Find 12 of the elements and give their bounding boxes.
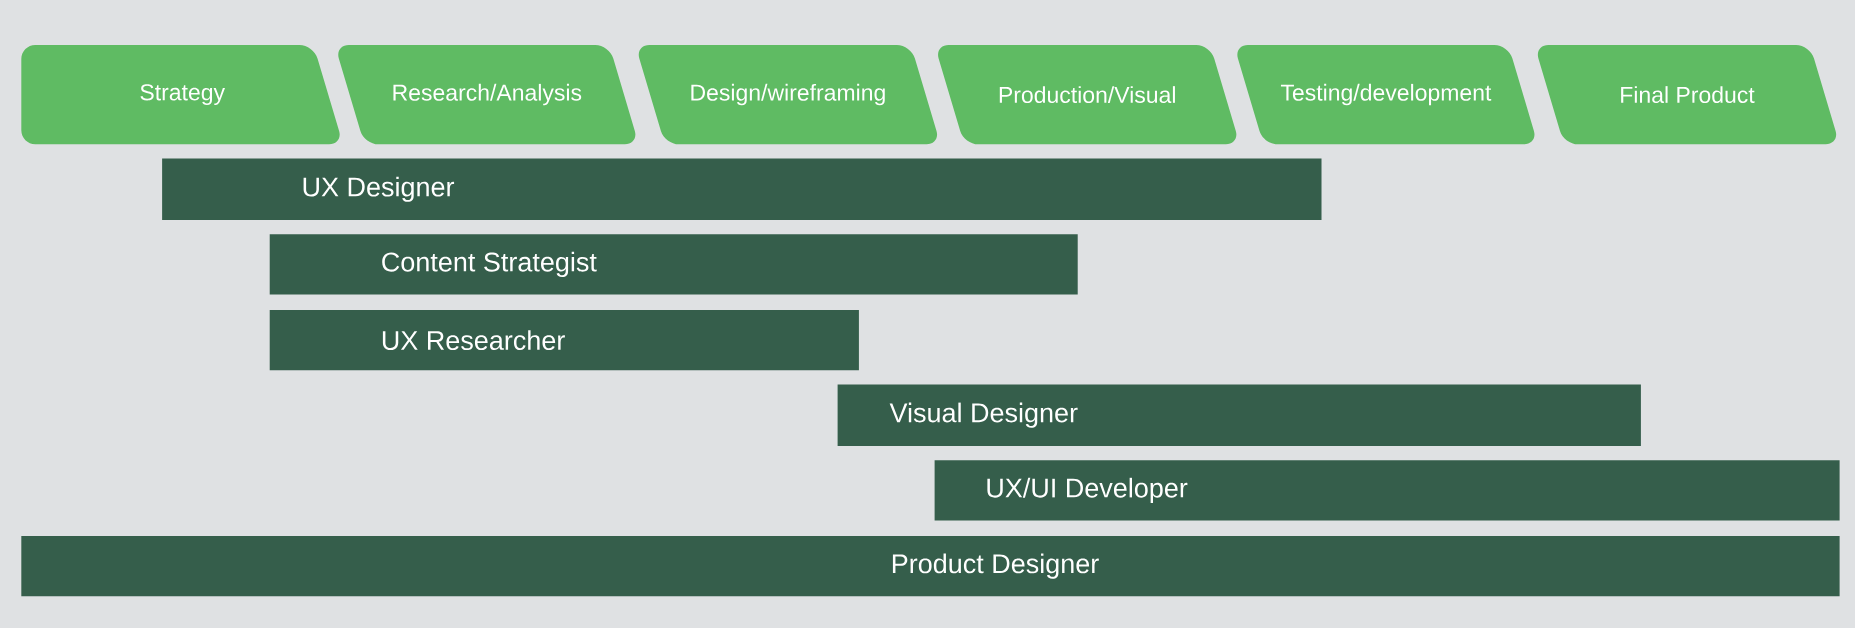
stage-tab: Design/wireframing bbox=[638, 45, 938, 145]
role-bar: UX Designer bbox=[162, 158, 1322, 220]
stage-tab: Final Product bbox=[1537, 45, 1837, 145]
role-bar: UX Researcher bbox=[269, 310, 859, 371]
stage-tab: Testing/development bbox=[1237, 45, 1535, 145]
role-bar: Visual Designer bbox=[837, 384, 1641, 446]
stage-tab: Research/Analysis bbox=[338, 45, 636, 145]
stage-tab: Strategy bbox=[21, 45, 340, 145]
role-bar: UX/UI Developer bbox=[934, 460, 1840, 521]
stage-tab: Production/Visual bbox=[938, 45, 1237, 145]
role-bar: Content Strategist bbox=[269, 234, 1078, 295]
role-bar: Product Designer bbox=[21, 535, 1840, 597]
